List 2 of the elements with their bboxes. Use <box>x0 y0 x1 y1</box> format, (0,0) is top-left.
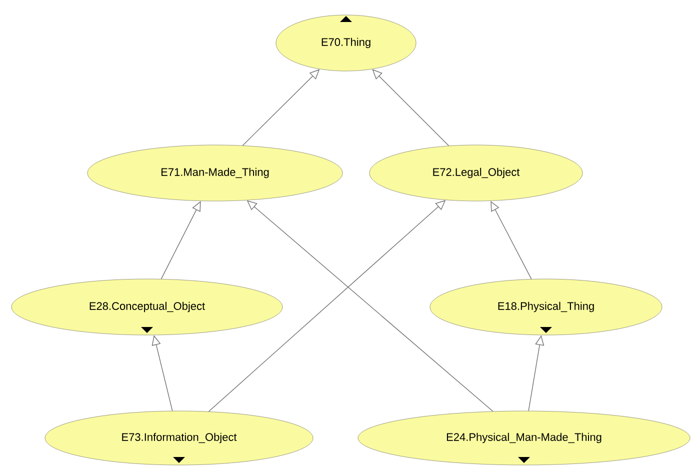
arrow <box>372 69 450 146</box>
arrow <box>160 201 201 280</box>
